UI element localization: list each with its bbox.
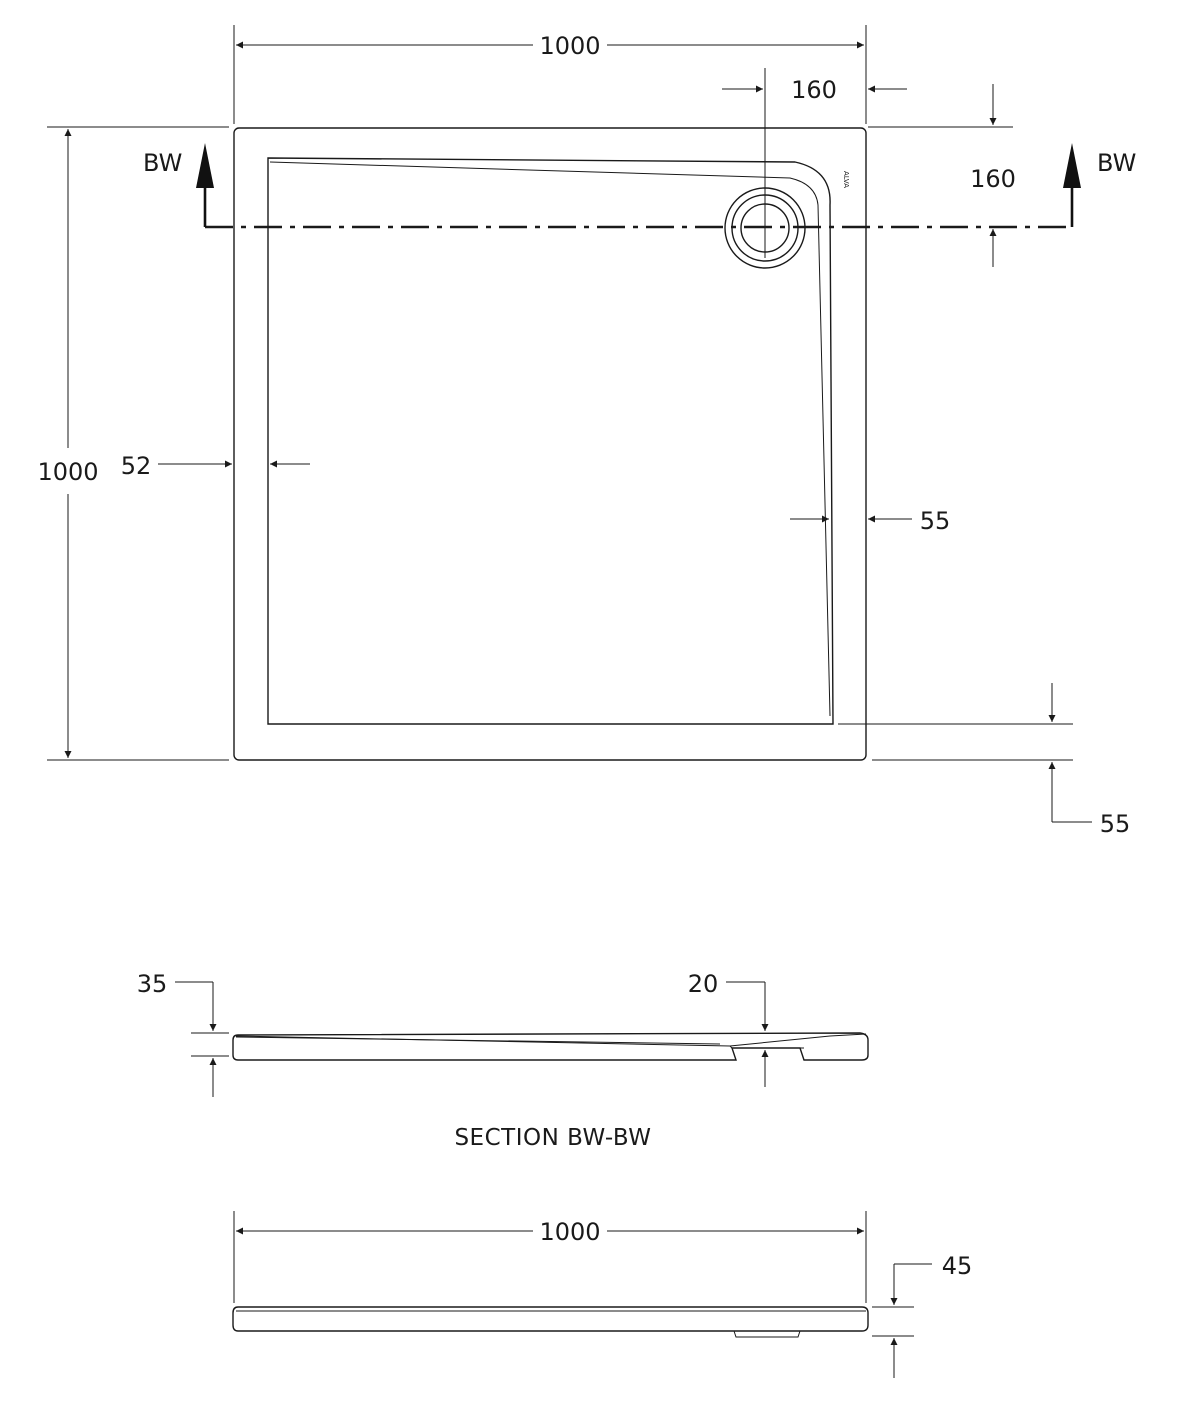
dim-right-rim: 55 [920,507,951,535]
dim-left-rim: 52 [121,452,152,480]
dim-side-height: 45 [942,1252,973,1280]
dim-plan-width: 1000 [539,32,600,60]
section-arrow-right-icon [1063,143,1081,188]
side-view: 1000 45 [232,1211,973,1378]
dim-tray-thickness: 35 [137,970,168,998]
section-slope-line [235,1033,867,1047]
dim-side-width: 1000 [539,1218,600,1246]
basin-outline [267,157,834,725]
section-label-right: BW [1097,149,1136,177]
section-slope-line-2 [235,1036,721,1045]
dim-waste-from-top: 160 [970,165,1016,193]
side-profile [232,1306,869,1332]
brand-logo: ALVA [842,171,850,188]
section-view: 35 20 SECTION BW-BW [137,970,869,1151]
section-arrow-left-icon [196,143,214,188]
section-profile [232,1032,869,1061]
dim-plan-height: 1000 [37,458,98,486]
section-label-left: BW [143,149,182,177]
side-waste [733,1330,801,1338]
tray-outline [233,127,867,761]
dim-bottom-rim: 55 [1100,810,1131,838]
dim-waste-from-right: 160 [791,76,837,104]
basin-slope-line [269,161,831,717]
plan-view: ALVA BW BW 1000 160 160 1000 52 [37,25,1136,838]
section-title: SECTION BW-BW [454,1125,651,1151]
dim-waste-depth: 20 [688,970,719,998]
